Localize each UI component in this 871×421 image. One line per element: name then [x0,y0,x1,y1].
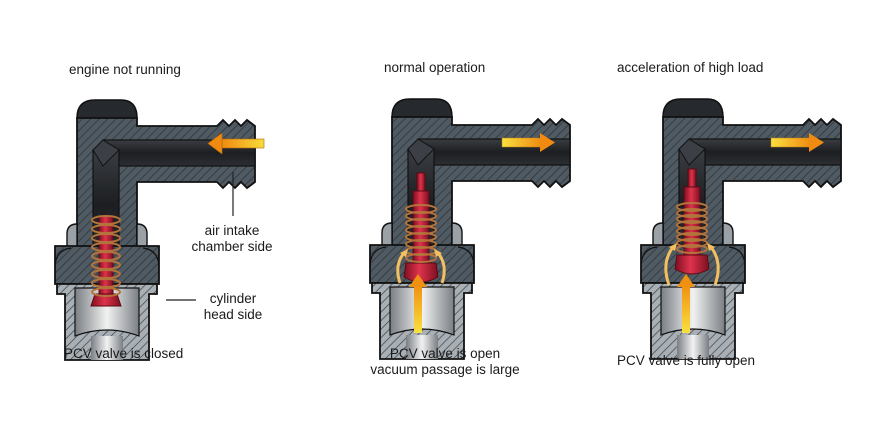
panel-2-caption-line-2: vacuum passage is large [370,362,520,377]
callout-air-intake-line-2: chamber side [191,239,273,254]
airflow-arrow-up [409,274,427,333]
panel-2-title: normal operation [384,60,486,75]
panel-3-title: acceleration of high load [617,60,764,75]
panel-1-title: engine not running [69,62,181,77]
callout-cylinder-head-line-1: cylinder [209,291,257,306]
airflow-arrow-in [207,132,265,155]
callout-air-intake: air intake chamber side [186,223,278,255]
spring [91,215,121,297]
airflow-arrow-out [770,133,824,152]
panel-1-caption: PCV valve is closed [64,346,184,361]
airflow-arrow-up [677,274,695,333]
panel-3-caption: PCV valve is fully open [617,353,756,368]
panel-2-caption-line-1: PCV valve is open [389,346,501,361]
panel-2-caption: PCV valve is open vacuum passage is larg… [340,346,550,378]
spring [676,202,708,254]
callout-cylinder-head-line-2: head side [203,307,263,322]
airflow-arrow-out [501,133,555,152]
callout-air-intake-line-1: air intake [204,223,260,238]
callout-cylinder-head: cylinder head side [198,291,268,323]
